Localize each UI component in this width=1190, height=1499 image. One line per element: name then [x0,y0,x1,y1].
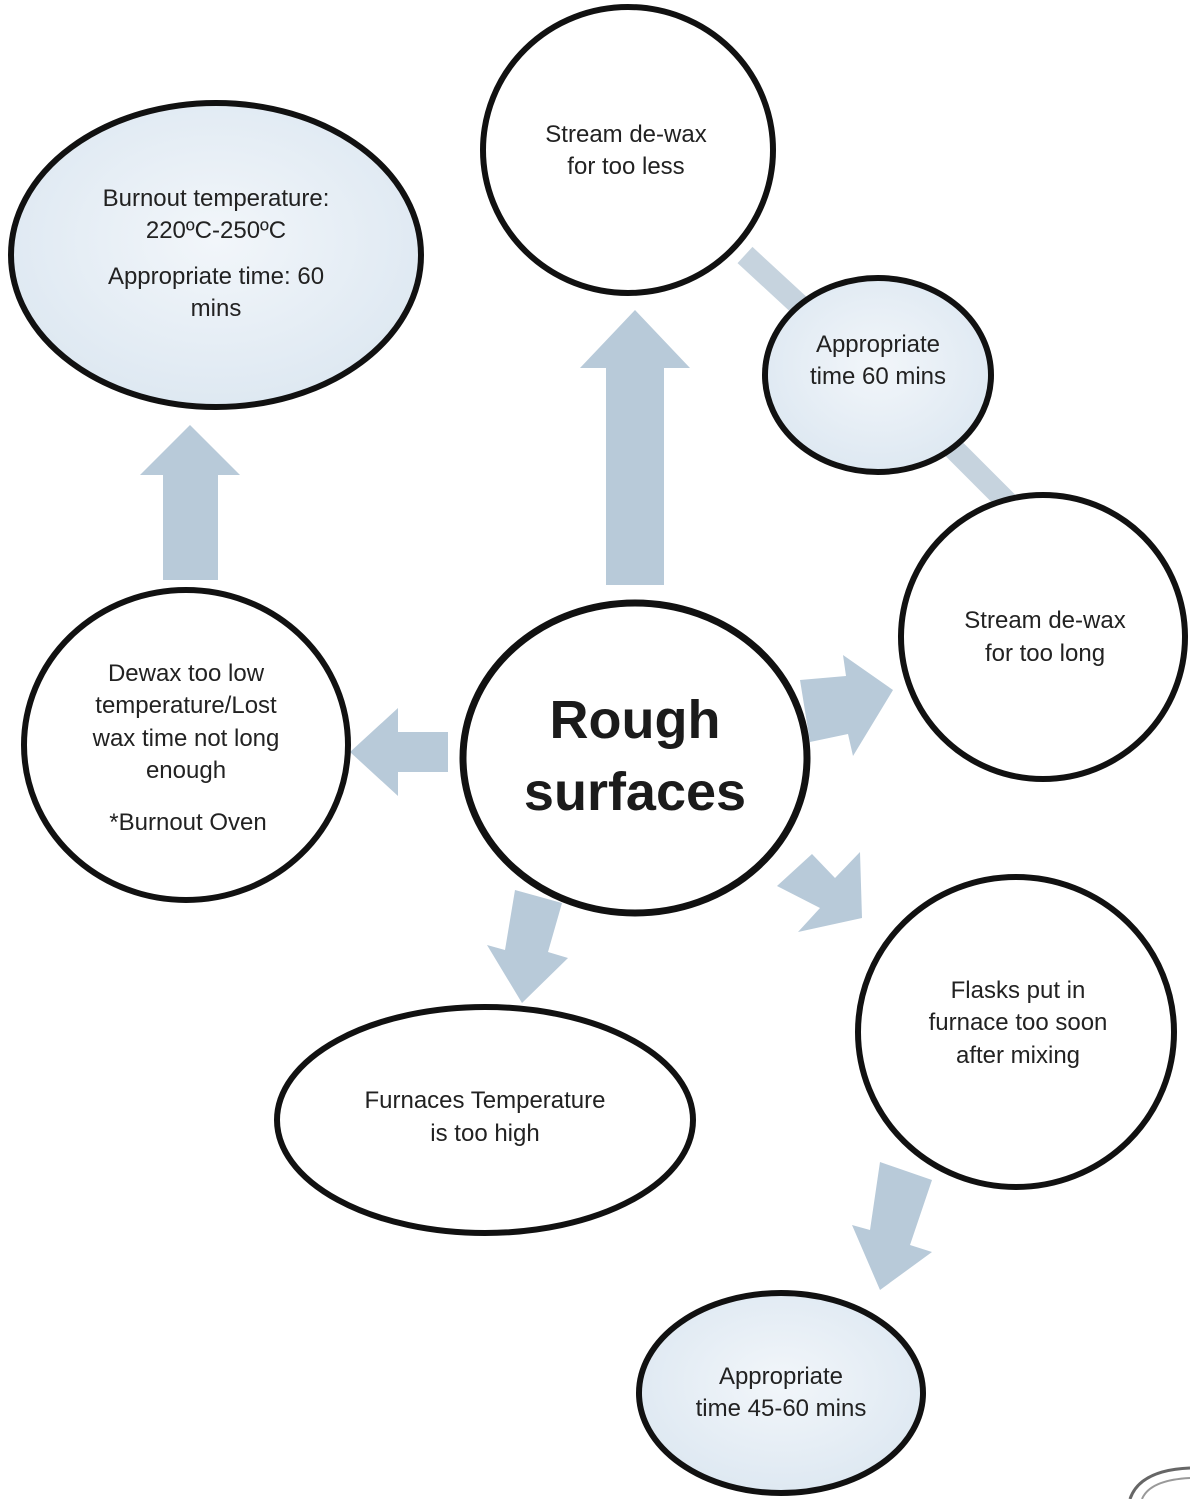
burnout-temp-line1: Burnout temperature: [103,185,330,212]
dewax-short-line1: Stream de-wax [545,121,706,148]
center-title-line2: surfaces [524,762,746,822]
dewax-short-line2: for too less [567,153,684,180]
node-burnout-temperature: Burnout temperature: 220ºC-250ºC Appropr… [8,100,424,410]
appropriate-60-line2: time 60 mins [810,363,946,390]
arrow-up-to-dewax-short [580,310,690,585]
arrow-down-to-appropriate-45 [852,1162,932,1290]
arrow-up-to-burnout-temp [140,425,240,580]
dewax-low-line4: enough [146,757,226,784]
dewax-low-line1: Dewax too low [108,660,265,687]
arrow-left-to-dewax-low [350,708,448,796]
node-appropriate-time-45-60: Appropriate time 45-60 mins [636,1290,926,1496]
node-dewax-too-long: Stream de-wax for too long [898,492,1188,782]
center-title-line1: Rough [550,690,721,750]
center-node-rough-surfaces: Rough surfaces [459,599,811,917]
arrow-down-right-to-flasks [777,852,862,932]
corner-fragment-decoration-inner [1141,1477,1190,1499]
arrow-right-to-dewax-long [800,655,893,756]
appropriate-60-line1: Appropriate [816,331,940,358]
node-dewax-too-less: Stream de-wax for too less [480,4,776,296]
node-dewax-too-low: Dewax too low temperature/Lost wax time … [21,587,351,903]
appropriate-45-line2: time 45-60 mins [696,1395,867,1422]
dewax-low-line3: wax time not long [92,725,280,752]
dewax-low-line5: *Burnout Oven [109,809,266,836]
burnout-temp-line2: 220ºC-250ºC [146,217,286,244]
flasks-line3: after mixing [956,1042,1080,1069]
flasks-line2: furnace too soon [929,1009,1108,1036]
dewax-low-line2: temperature/Lost [95,692,277,719]
furnace-high-line2: is too high [430,1120,539,1147]
furnace-high-line1: Furnaces Temperature [364,1087,605,1114]
connector-line-middle [942,437,1018,513]
arrow-down-to-furnace-high [487,890,568,1003]
dewax-long-line1: Stream de-wax [964,607,1125,634]
node-appropriate-time-60: Appropriate time 60 mins [762,275,994,475]
burnout-temp-line4: mins [191,295,242,322]
corner-fragment-decoration [1128,1466,1190,1499]
dewax-long-line2: for too long [985,640,1105,667]
flasks-line1: Flasks put in [951,977,1086,1004]
appropriate-45-line1: Appropriate [719,1363,843,1390]
burnout-temp-line3: Appropriate time: 60 [108,263,324,290]
node-furnace-too-high: Furnaces Temperature is too high [274,1004,696,1236]
node-flasks-too-soon: Flasks put in furnace too soon after mix… [855,874,1177,1190]
